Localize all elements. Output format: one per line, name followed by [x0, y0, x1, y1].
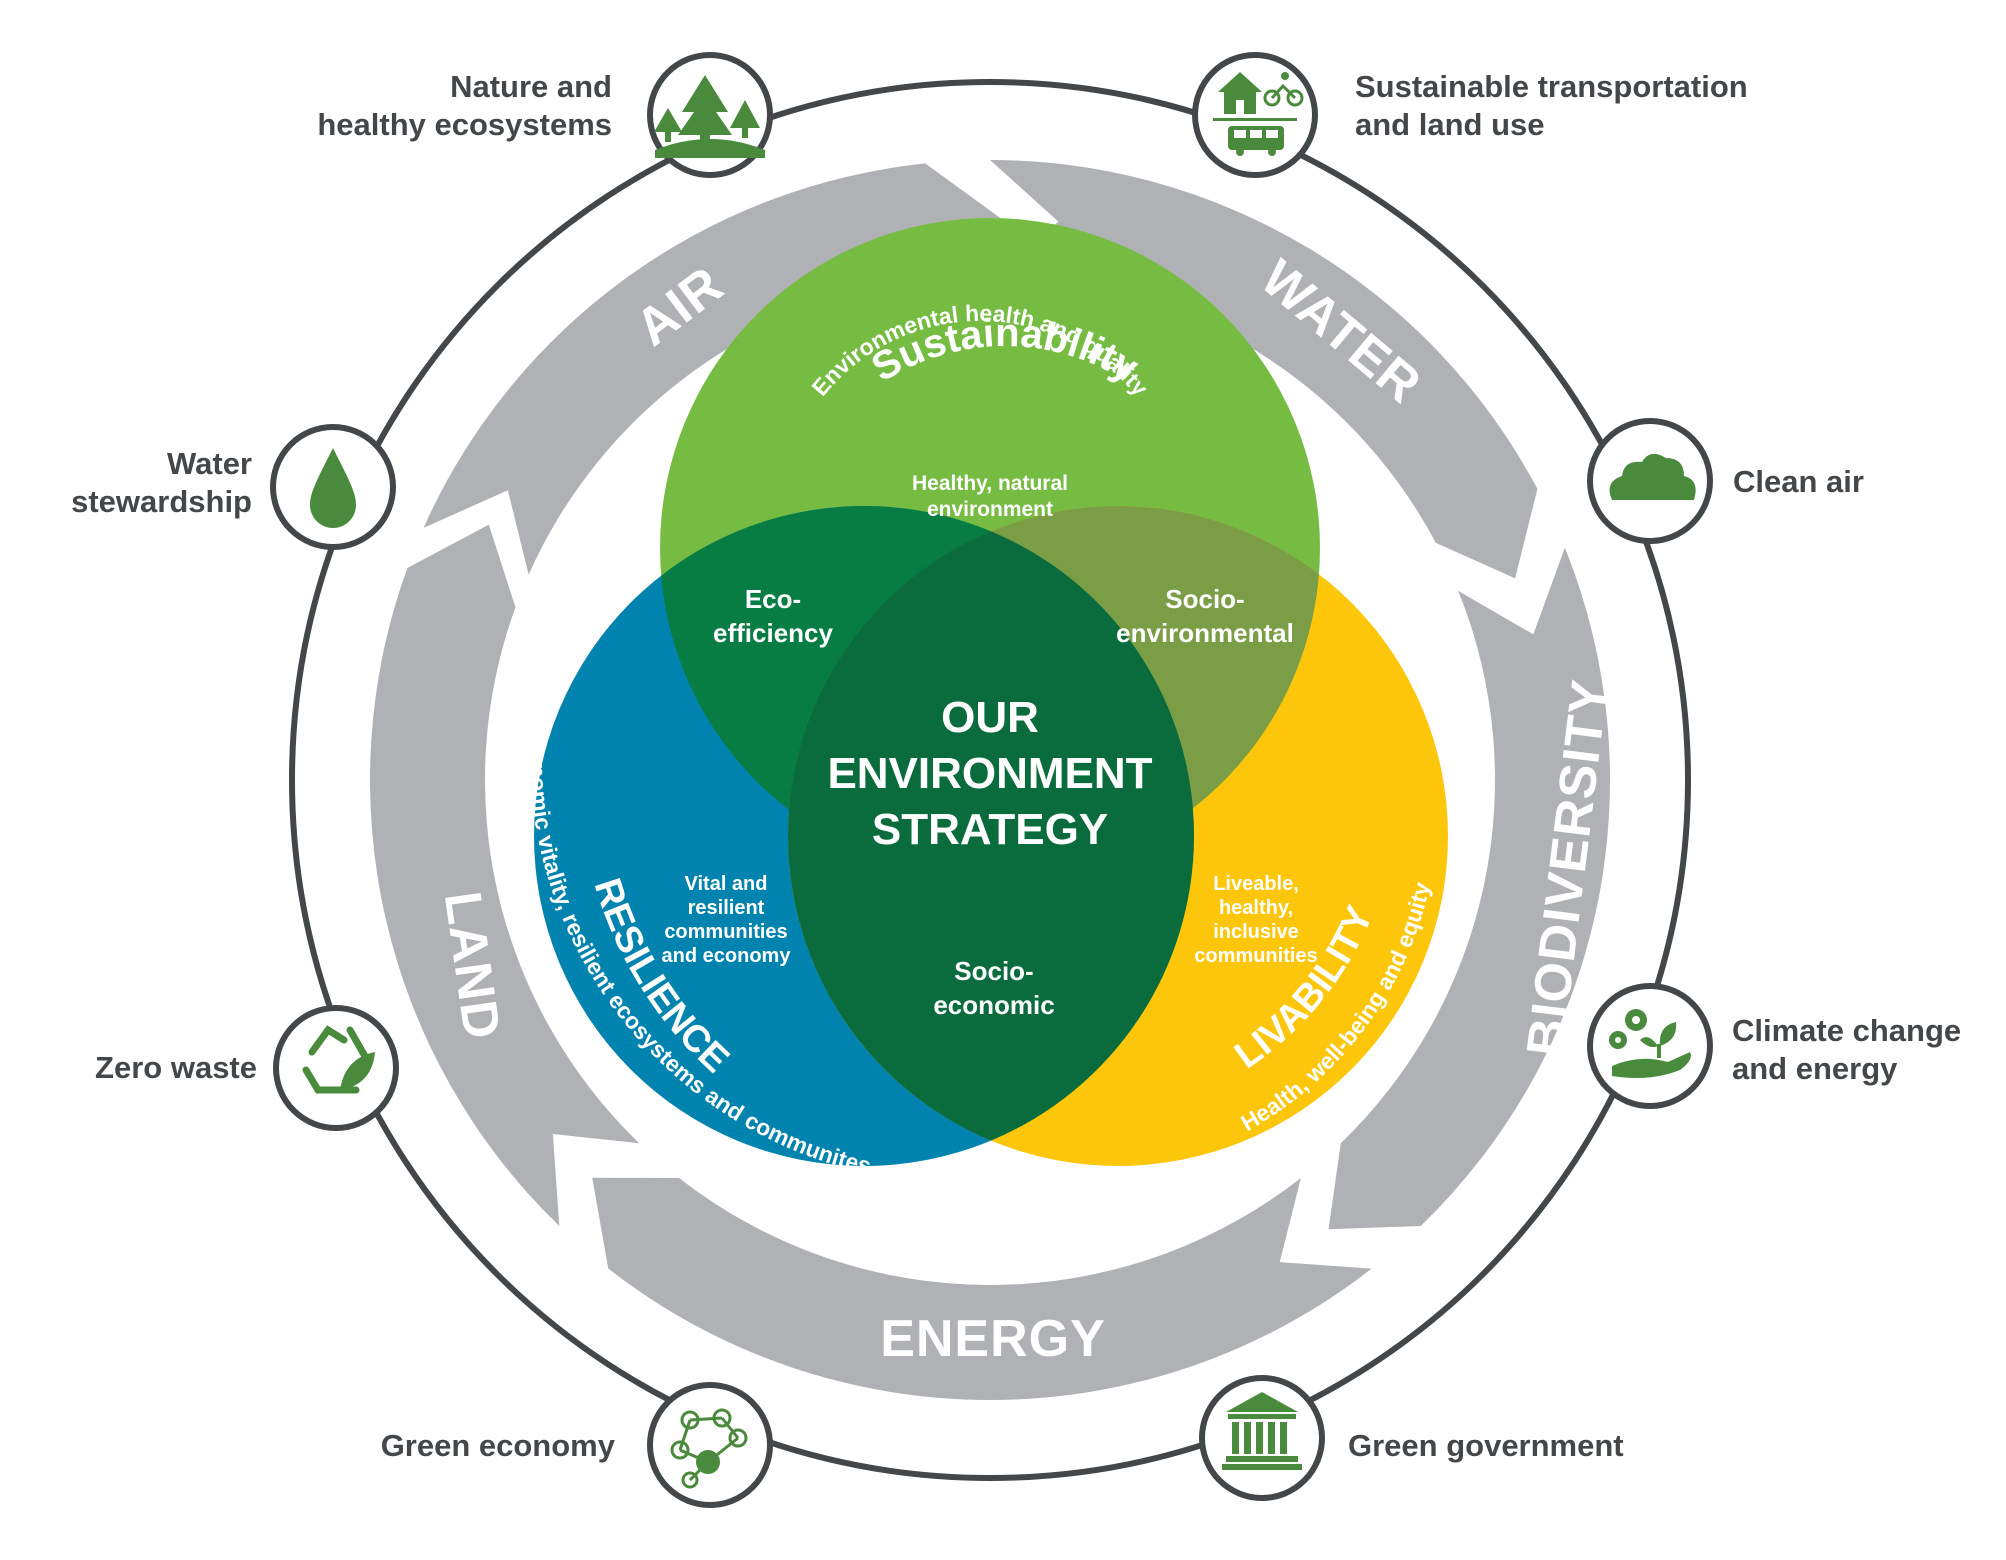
goal-green-government-badge — [1199, 1375, 1325, 1501]
socio-environmental-line2: environmental — [1116, 618, 1294, 648]
gears-hand-plant-icon — [1609, 1009, 1691, 1078]
goal-green-economy-badge — [647, 1382, 773, 1508]
network-people-icon — [670, 1408, 748, 1489]
livability-inner-line2: healthy, — [1219, 897, 1293, 919]
livability-inner-line3: inclusive — [1213, 921, 1299, 943]
ring-segment-land — [369, 524, 640, 1226]
venn-diagram — [534, 218, 1448, 1166]
goal-water-line1: Water — [167, 446, 252, 481]
goal-nature-badge — [647, 52, 773, 178]
house-bike-bus-icon — [1213, 72, 1304, 156]
goal-climate-line1: Climate change — [1732, 1013, 1961, 1048]
network-hub-icon — [696, 1450, 720, 1474]
eco-efficiency-line2: efficiency — [713, 618, 833, 648]
goal-clean-air: Clean air — [1733, 464, 1864, 499]
sustainability-inner-line2: environment — [927, 498, 1053, 521]
resilience-inner-line4: and economy — [662, 945, 792, 967]
goal-transport-line1: Sustainable transportation — [1355, 69, 1748, 104]
government-building-icon — [1222, 1392, 1302, 1470]
goal-green-economy: Green economy — [381, 1428, 616, 1463]
goal-water-line2: stewardship — [71, 484, 252, 519]
goal-transport-line2: and land use — [1355, 107, 1544, 142]
livability-inner-line4: communities — [1194, 945, 1317, 967]
goal-zero-waste: Zero waste — [95, 1050, 257, 1085]
overlap-center — [789, 531, 1193, 879]
center-title-line1: OUR — [941, 693, 1039, 742]
eco-efficiency-line1: Eco- — [745, 584, 801, 614]
trees-icon — [654, 75, 765, 158]
goal-zero-waste-badge — [273, 1005, 399, 1131]
socio-environmental-line1: Socio- — [1165, 584, 1244, 614]
leaf-icon — [340, 1052, 375, 1090]
socio-economic-line1: Socio- — [954, 956, 1033, 986]
goal-transport-badge — [1192, 52, 1318, 178]
goal-climate-line2: and energy — [1732, 1051, 1898, 1086]
goal-nature-line1: Nature and — [450, 69, 612, 104]
goal-nature-line2: healthy ecosystems — [317, 107, 612, 142]
ring-segment-energy — [592, 1177, 1372, 1400]
ring-segment-biodiversity — [1328, 547, 1610, 1230]
water-drop-icon — [310, 448, 356, 528]
goal-climate-badge — [1587, 983, 1713, 1109]
sustainability-inner-line1: Healthy, natural — [912, 472, 1068, 495]
resilience-inner-line3: communities — [664, 921, 787, 943]
livability-inner-line1: Liveable, — [1213, 873, 1299, 895]
center-title-line2: ENVIRONMENT — [827, 749, 1152, 798]
goal-green-government: Green government — [1348, 1428, 1624, 1463]
goal-water-badge — [270, 424, 396, 550]
resilience-inner-line2: resilient — [688, 897, 765, 919]
ring-label-energy: ENERGY — [880, 1310, 1106, 1368]
center-title-line3: STRATEGY — [872, 805, 1108, 854]
outer-ring — [289, 79, 1691, 1481]
cloud-icon — [1609, 453, 1696, 500]
socio-economic-line2: economic — [933, 990, 1054, 1020]
goal-clean-air-badge — [1587, 418, 1713, 544]
resilience-inner-line1: Vital and — [685, 873, 768, 895]
